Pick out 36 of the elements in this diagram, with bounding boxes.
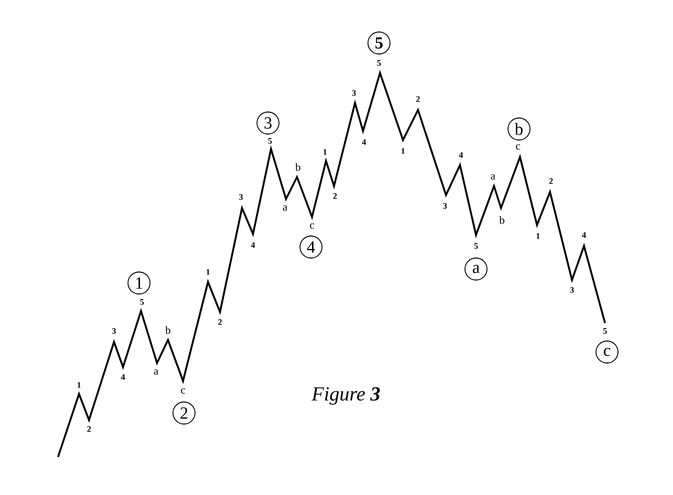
wave-label: 2 bbox=[416, 96, 420, 102]
wave-label: 1 bbox=[536, 233, 540, 239]
wave-label: b bbox=[165, 326, 170, 334]
wave-label: b bbox=[295, 163, 300, 171]
wave-label: 5 bbox=[474, 243, 478, 249]
circled-wave-number: a bbox=[464, 258, 488, 280]
circled-wave-number: c bbox=[596, 340, 618, 364]
circled-wave-number: 1 bbox=[128, 272, 150, 294]
circled-wave-number: 4 bbox=[300, 236, 322, 258]
wave-label: b bbox=[499, 216, 504, 224]
wave-label: 1 bbox=[324, 149, 327, 155]
wave-label: a bbox=[282, 205, 288, 211]
wave-label: 4 bbox=[362, 139, 366, 145]
wave-label: 1 bbox=[206, 269, 210, 275]
circled-wave-number: 2 bbox=[172, 402, 196, 424]
circled-wave-number: 3 bbox=[256, 112, 280, 134]
wave-label: 2 bbox=[333, 193, 337, 199]
wave-label: 1 bbox=[402, 148, 405, 154]
wave-label: 3 bbox=[352, 90, 356, 96]
wave-label: 2 bbox=[549, 178, 553, 184]
wave-label: 4 bbox=[582, 232, 586, 238]
wave-label: 3 bbox=[570, 287, 574, 293]
wave-label: 3 bbox=[239, 194, 243, 200]
wave-label: 1 bbox=[78, 382, 81, 388]
circled-wave-number: 5 bbox=[368, 32, 390, 54]
wave-label: 3 bbox=[112, 328, 116, 334]
wave-label: 3 bbox=[443, 203, 447, 209]
circled-wave-number: b bbox=[508, 118, 530, 140]
wave-label: a bbox=[490, 174, 496, 180]
wave-label: a bbox=[154, 369, 158, 375]
figure-caption: Figure 3 bbox=[312, 387, 380, 405]
wave-label: 2 bbox=[218, 319, 222, 325]
wave-label: 2 bbox=[87, 426, 91, 432]
wave-label: 4 bbox=[251, 242, 255, 248]
wave-label: 4 bbox=[121, 374, 125, 380]
wave-label: 4 bbox=[458, 152, 463, 158]
